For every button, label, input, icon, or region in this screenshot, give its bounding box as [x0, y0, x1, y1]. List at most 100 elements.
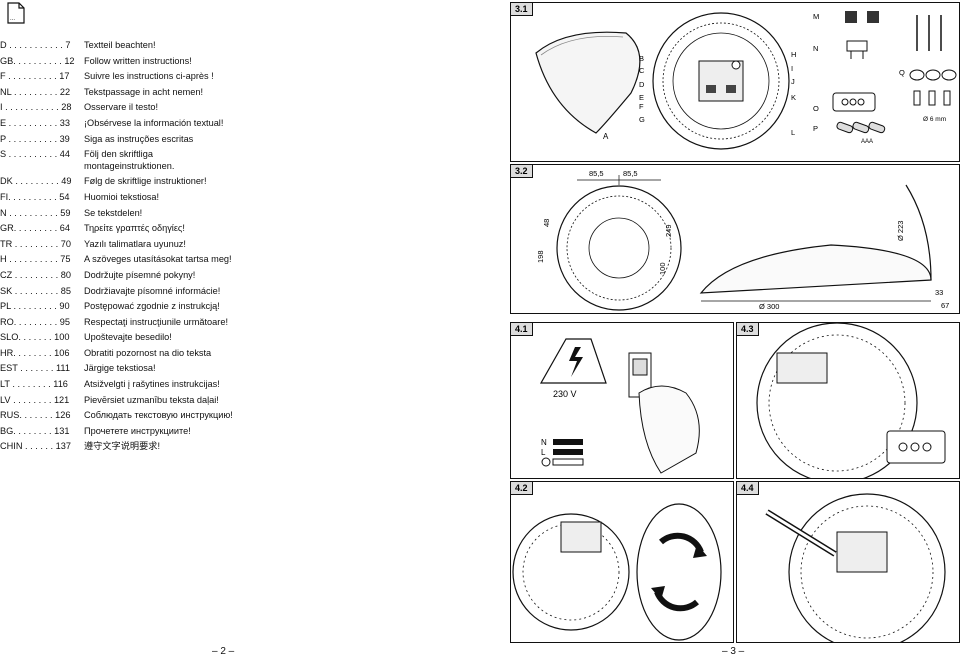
letter-c: C — [639, 66, 645, 75]
language-instruction: Yazılı talimatlara uyunuz! — [84, 238, 186, 249]
language-code: LT . . . . . . . . 116 — [0, 379, 68, 390]
language-code: PL . . . . . . . . . 90 — [0, 301, 70, 312]
language-row: PL . . . . . . . . . 90 Postępować zgodni… — [0, 301, 240, 313]
language-instruction: A szöveges utasításokat tartsa meg! — [84, 254, 232, 265]
language-instruction: Dodržiavajte písomné informácie! — [84, 285, 221, 296]
letter-o: O — [813, 104, 819, 113]
dim-33: 33 — [935, 288, 943, 297]
page-number-left: – 2 – — [212, 646, 235, 657]
language-code: RUS. . . . . . . 126 — [0, 410, 71, 421]
language-instruction: Osservare il testo! — [84, 102, 159, 113]
wiring-drawing — [756, 323, 946, 478]
language-instruction: Pievērsiet uzmanību teksta daļai! — [84, 394, 219, 405]
language-code: I . . . . . . . . . . . 28 — [0, 102, 72, 113]
letter-i: I — [791, 64, 793, 73]
language-instruction: Dodržujte písemné pokyny! — [84, 269, 196, 280]
language-instruction: Прочетете инструкциите! — [84, 425, 191, 436]
language-instruction: Соблюдать текстовую инструкцию! — [84, 410, 233, 421]
battery-label: AAA — [861, 139, 873, 145]
figure-4-2: 4.2 — [510, 481, 734, 643]
language-instruction: Upoštevajte besedilo! — [84, 332, 172, 343]
language-code: E . . . . . . . . . . 33 — [0, 117, 70, 128]
mark-holes-drawing — [765, 493, 946, 642]
letter-h: H — [791, 50, 796, 59]
language-row: E . . . . . . . . . . 33 ¡Obsérvese la in… — [0, 118, 240, 130]
dim-85-right: 85,5 — [623, 169, 638, 178]
language-list: D . . . . . . . . . . . 7 Textteil beacht… — [0, 40, 240, 457]
language-instruction: Järgige tekstiosa! — [84, 363, 156, 374]
language-instruction: Follow written instructions! — [84, 55, 192, 66]
language-code: H . . . . . . . . . . 75 — [0, 254, 71, 265]
dim-100: 100 — [658, 262, 667, 275]
language-row: RO. . . . . . . . . 95 Respectaţi instruc… — [0, 317, 240, 329]
language-code: SK . . . . . . . . . 85 — [0, 285, 71, 296]
page-number-right: – 3 – — [722, 646, 745, 657]
letter-b: B — [639, 54, 644, 63]
screw-size: Ø 6 mm — [923, 116, 946, 123]
language-code: GR. . . . . . . . . 64 — [0, 223, 70, 234]
letter-g: G — [639, 115, 645, 124]
language-row: I . . . . . . . . . . . 28 Osservare il t… — [0, 102, 240, 114]
language-code: F . . . . . . . . . . 17 — [0, 71, 70, 82]
language-row: F . . . . . . . . . . 17 Suivre les instr… — [0, 71, 240, 83]
language-instruction: ¡Obsérvese la información textual! — [84, 117, 224, 128]
figure-3-1: 3.1 A B C D E F G H I J K L M N O P Q — [510, 2, 960, 162]
language-code: RO. . . . . . . . . 95 — [0, 316, 70, 327]
language-row: HR. . . . . . . . 106 Obratiti pozornost … — [0, 348, 240, 360]
language-row: GR. . . . . . . . . 64 Τηρείτε γραπτές οδ… — [0, 223, 240, 235]
dim-85-left: 85,5 — [589, 169, 604, 178]
letter-l: L — [791, 128, 795, 137]
language-instruction: Tekstpassage in acht nemen! — [84, 86, 203, 97]
fixture-parts-drawing: A B C D E F G H I J K L M N O P Q — [535, 11, 957, 150]
letter-p: P — [813, 124, 818, 133]
language-row: H . . . . . . . . . . 75 A szöveges utasí… — [0, 254, 240, 266]
language-row: SLO. . . . . . . 100 Upoštevajte besedilo… — [0, 332, 240, 344]
wire-l-label: L — [541, 448, 546, 457]
language-instruction: Följ den skriftliga montageinstruktionen… — [84, 149, 175, 171]
figure-4-4: 4.4 — [736, 481, 960, 643]
language-code: CHIN . . . . . . 137 — [0, 441, 71, 452]
language-instruction: Huomioi tekstiosa! — [84, 191, 160, 202]
letter-k: K — [791, 93, 796, 102]
letter-j: J — [791, 77, 795, 86]
figure-label: 4.4 — [737, 482, 759, 495]
dim-48: 48 — [542, 219, 551, 227]
language-instruction: Se tekstdelen! — [84, 207, 143, 218]
letter-d: D — [639, 80, 645, 89]
document-icon: ... — [7, 2, 25, 24]
language-instruction: Obratiti pozornost na dio teksta — [84, 347, 212, 358]
letter-n: N — [813, 44, 818, 53]
dim-223: Ø 223 — [896, 221, 905, 241]
letter-a: A — [603, 132, 609, 141]
figure-label: 3.2 — [511, 165, 533, 178]
language-code: D . . . . . . . . . . . 7 — [0, 40, 71, 50]
figure-label: 4.1 — [511, 323, 533, 336]
dim-300: Ø 300 — [759, 302, 779, 311]
power-off-drawing: 230 V N L — [539, 338, 700, 474]
language-code: HR. . . . . . . . 106 — [0, 347, 70, 358]
language-code: SLO. . . . . . . 100 — [0, 332, 70, 343]
letter-f: F — [639, 102, 644, 111]
voltage-label: 230 V — [553, 389, 577, 399]
figure-label: 4.2 — [511, 482, 533, 495]
language-instruction: Τηρείτε γραπτές οδηγίες! — [84, 223, 185, 234]
dimension-drawing: 85,5 85,5 48 198 249 100 Ø 300 Ø 223 33 … — [536, 169, 949, 311]
language-instruction: Postępować zgodnie z instrukcją! — [84, 301, 220, 312]
dim-198: 198 — [536, 250, 545, 263]
language-instruction: Respectaţi instrucţiunile următoare! — [84, 316, 229, 327]
language-instruction: Textteil beachten! — [84, 40, 156, 50]
figure-label: 4.3 — [737, 323, 759, 336]
remove-cover-drawing — [512, 503, 722, 641]
language-instruction: Suivre les instructions ci-après ! — [84, 71, 214, 82]
language-row: RUS. . . . . . . 126 Соблюдать текстовую … — [0, 410, 240, 422]
figure-4-3: 4.3 — [736, 322, 960, 479]
